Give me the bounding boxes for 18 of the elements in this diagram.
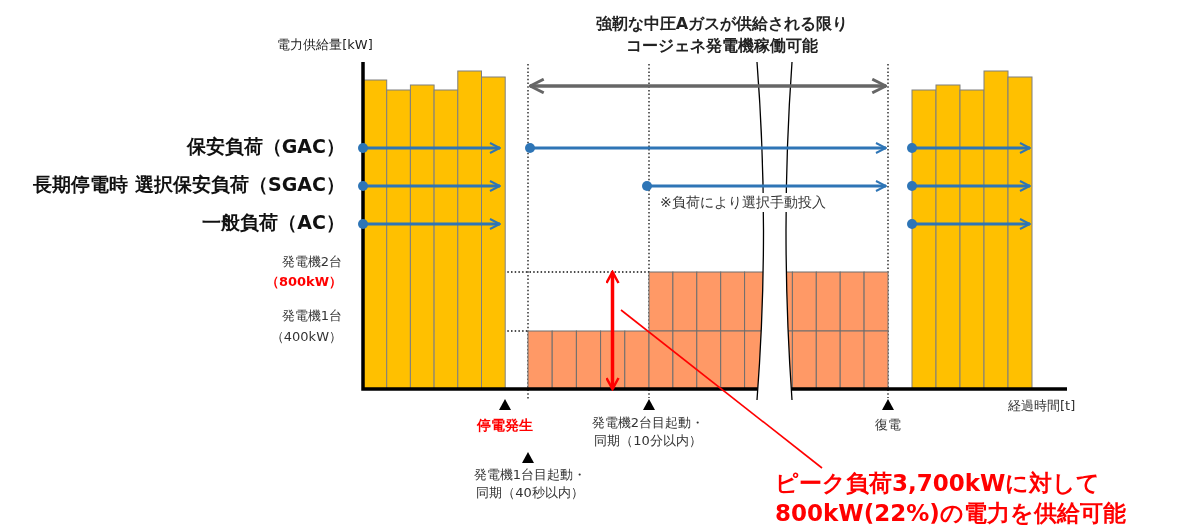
load-label: 保安負荷（GAC） [185,134,345,159]
generator-label: 発電機2台 [280,253,342,271]
load-label: 一般負荷（AC） [201,210,345,235]
axis-label: 電力供給量[kW] [276,36,374,54]
generator-label: （400kW） [269,328,342,346]
load-label: 長期停電時 選択保安負荷（SGAC） [32,172,345,197]
event-label: 発電機1台目起動・同期（40秒以内） [472,466,588,502]
generator-label: 発電機1台 [280,307,342,325]
axis-label: 経過時間[t] [1008,397,1077,415]
double-arrow [604,270,621,391]
heading: 強靭な中圧Aガスが供給される限りコージェネ発電機稼働可能 [594,13,850,57]
event-label: 復電 [874,416,902,434]
note: ※負荷により選択手動投入 [660,193,826,212]
callout-text: ピーク負荷3,700kWに対して800kW(22%)の電力を供給可能 [775,468,1165,528]
event-label: 発電機2台目起動・同期（10分以内） [590,414,706,450]
leader-line [620,309,823,469]
generator-label: （800kW） [264,273,342,291]
event-label: 停電発生 [476,416,534,435]
